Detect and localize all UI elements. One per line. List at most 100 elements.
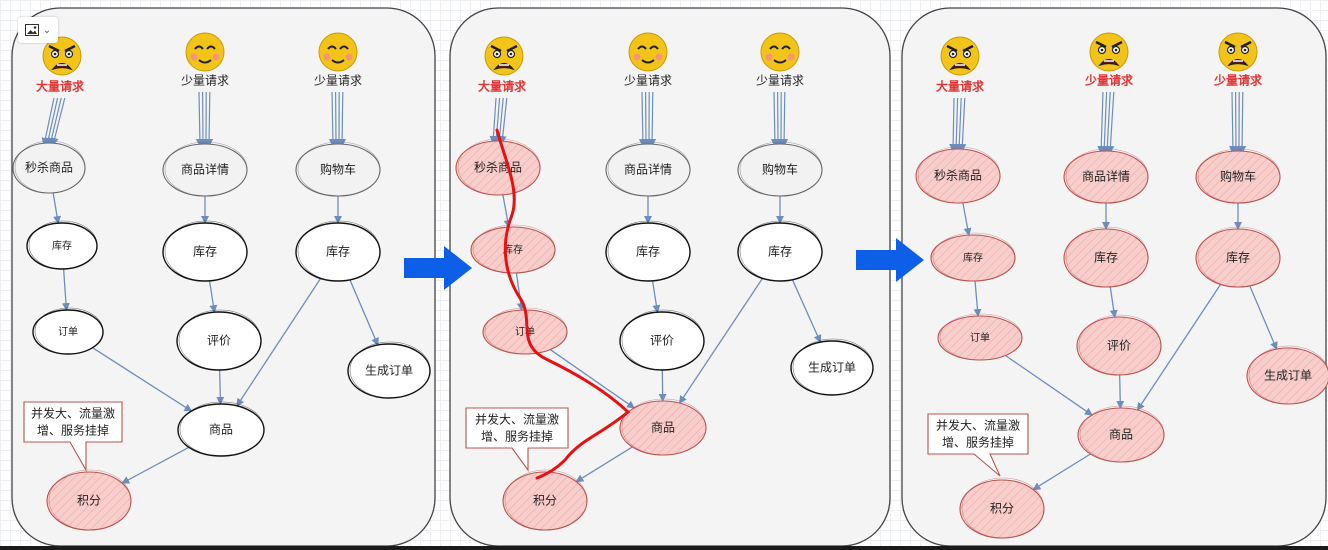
node-label: 购物车 — [1220, 169, 1256, 184]
node-label: 秒杀商品 — [474, 160, 522, 175]
node-seckill: 秒杀商品 — [12, 140, 86, 194]
node-label: 积分 — [990, 502, 1014, 516]
node-points: 积分 — [502, 469, 588, 531]
node-label: 生成订单 — [365, 364, 413, 378]
request-label: 少量请求 — [624, 74, 672, 88]
edge-seckill-stock1 — [962, 202, 972, 237]
edge-stock1-order — [61, 268, 70, 312]
arrow-right-icon — [856, 238, 924, 282]
smiling-face-icon — [628, 32, 668, 72]
edge-stock1-order — [973, 280, 982, 318]
node-genorder: 生成订单 — [1246, 345, 1328, 405]
bottom-border — [0, 546, 1328, 550]
edge-product-points — [121, 446, 190, 484]
node-stock1: 库存 — [470, 224, 556, 274]
node-label: 商品 — [651, 420, 675, 435]
edge-stock3-genorder — [349, 279, 379, 346]
node-label: 库存 — [326, 244, 350, 259]
node-review: 评价 — [176, 309, 262, 371]
edge-product-points — [1032, 453, 1091, 491]
smiling-face-icon — [185, 32, 225, 72]
edge-review-product — [216, 369, 225, 406]
failure-cascade-path — [495, 128, 631, 480]
edge-stock3-product — [1136, 284, 1222, 411]
node-cart: 购物车 — [295, 141, 381, 197]
node-label: 商品详情 — [1082, 169, 1130, 184]
node-label: 库存 — [636, 244, 660, 259]
request-label: 大量请求 — [478, 79, 527, 94]
angry-face-icon — [1218, 32, 1258, 72]
request-label: 少量请求 — [1084, 73, 1134, 88]
node-label: 评价 — [650, 334, 674, 348]
node-label: 商品详情 — [624, 162, 672, 177]
node-label: 生成订单 — [808, 361, 856, 375]
node-order: 订单 — [937, 313, 1023, 361]
node-label: 库存 — [503, 243, 523, 256]
request-label: 少量请求 — [756, 74, 804, 88]
panel-1: 秒杀商品商品详情购物车库存库存库存订单评价生成订单商品积分并发大、流量激增、服务… — [11, 7, 436, 547]
node-label: 库存 — [1094, 250, 1118, 265]
edge-product-points — [575, 446, 633, 483]
callout-line-1: 并发大、流量激 — [475, 412, 559, 427]
request-label: 少量请求 — [181, 74, 229, 88]
angry-face-icon — [42, 36, 82, 76]
edge-stock3-genorder — [1249, 285, 1278, 351]
node-label: 订单 — [970, 332, 990, 344]
node-label: 积分 — [533, 494, 557, 508]
callout-line-2: 增、服务挂掉 — [481, 429, 553, 444]
node-seckill: 秒杀商品 — [915, 146, 1001, 204]
node-label: 评价 — [1107, 339, 1131, 353]
chevron-down-icon: ⌄ — [42, 24, 52, 36]
edge-stock2-review — [1109, 286, 1118, 319]
node-product: 商品 — [1077, 405, 1165, 463]
edge-seckill-stock1 — [502, 194, 512, 229]
request-label: 大量请求 — [936, 79, 985, 94]
edge-order-product — [1005, 354, 1093, 416]
node-cart: 购物车 — [1195, 148, 1281, 204]
node-detail: 商品详情 — [605, 141, 691, 197]
smiling-face-icon — [318, 32, 358, 72]
node-label: 库存 — [963, 251, 983, 264]
panel-3: 秒杀商品 商品详情 购物车库存 库存 库存订单评价 生成订单商品积分 并发大、流量激增、服务… — [901, 7, 1328, 547]
node-cart: 购物车 — [737, 141, 823, 197]
node-label: 库存 — [193, 244, 217, 259]
angry-face-icon — [1089, 32, 1129, 72]
callout-line-1: 并发大、流量激 — [31, 406, 115, 421]
arrow-right-icon — [404, 246, 472, 290]
edge-stock1-order — [515, 272, 525, 312]
node-stock3: 库存 — [295, 220, 381, 282]
image-icon — [24, 24, 39, 36]
node-stock2: 库存 — [605, 220, 691, 282]
node-review: 评价 — [619, 309, 705, 371]
node-detail: 商品详情 — [1063, 148, 1149, 204]
node-label: 商品 — [1109, 427, 1133, 442]
node-stock3: 库存 — [1195, 226, 1281, 288]
node-stock3: 库存 — [737, 220, 823, 282]
edge-stock2-review — [208, 280, 218, 314]
node-label: 购物车 — [762, 162, 798, 177]
node-points: 积分 — [959, 477, 1045, 539]
edge-stock3-product — [679, 277, 764, 404]
node-label: 库存 — [52, 239, 72, 252]
node-label: 订单 — [515, 326, 535, 338]
edge-order-product — [92, 347, 193, 412]
smiling-face-icon — [760, 32, 800, 72]
callout-line-2: 增、服务挂掉 — [37, 423, 109, 438]
node-product: 商品 — [177, 401, 265, 457]
node-points: 积分 — [46, 469, 132, 531]
node-genorder: 生成订单 — [347, 341, 431, 399]
edge-stock2-review — [651, 280, 661, 314]
node-label: 库存 — [768, 244, 792, 259]
request-label: 大量请求 — [36, 79, 85, 94]
node-stock2: 库存 — [162, 220, 248, 282]
angry-face-icon — [940, 36, 980, 76]
node-stock2: 库存 — [1063, 226, 1149, 288]
node-label: 秒杀商品 — [934, 168, 982, 183]
request-label: 少量请求 — [314, 74, 362, 88]
node-product: 商品 — [619, 398, 707, 456]
image-menu-button[interactable]: ⌄ — [18, 17, 58, 43]
